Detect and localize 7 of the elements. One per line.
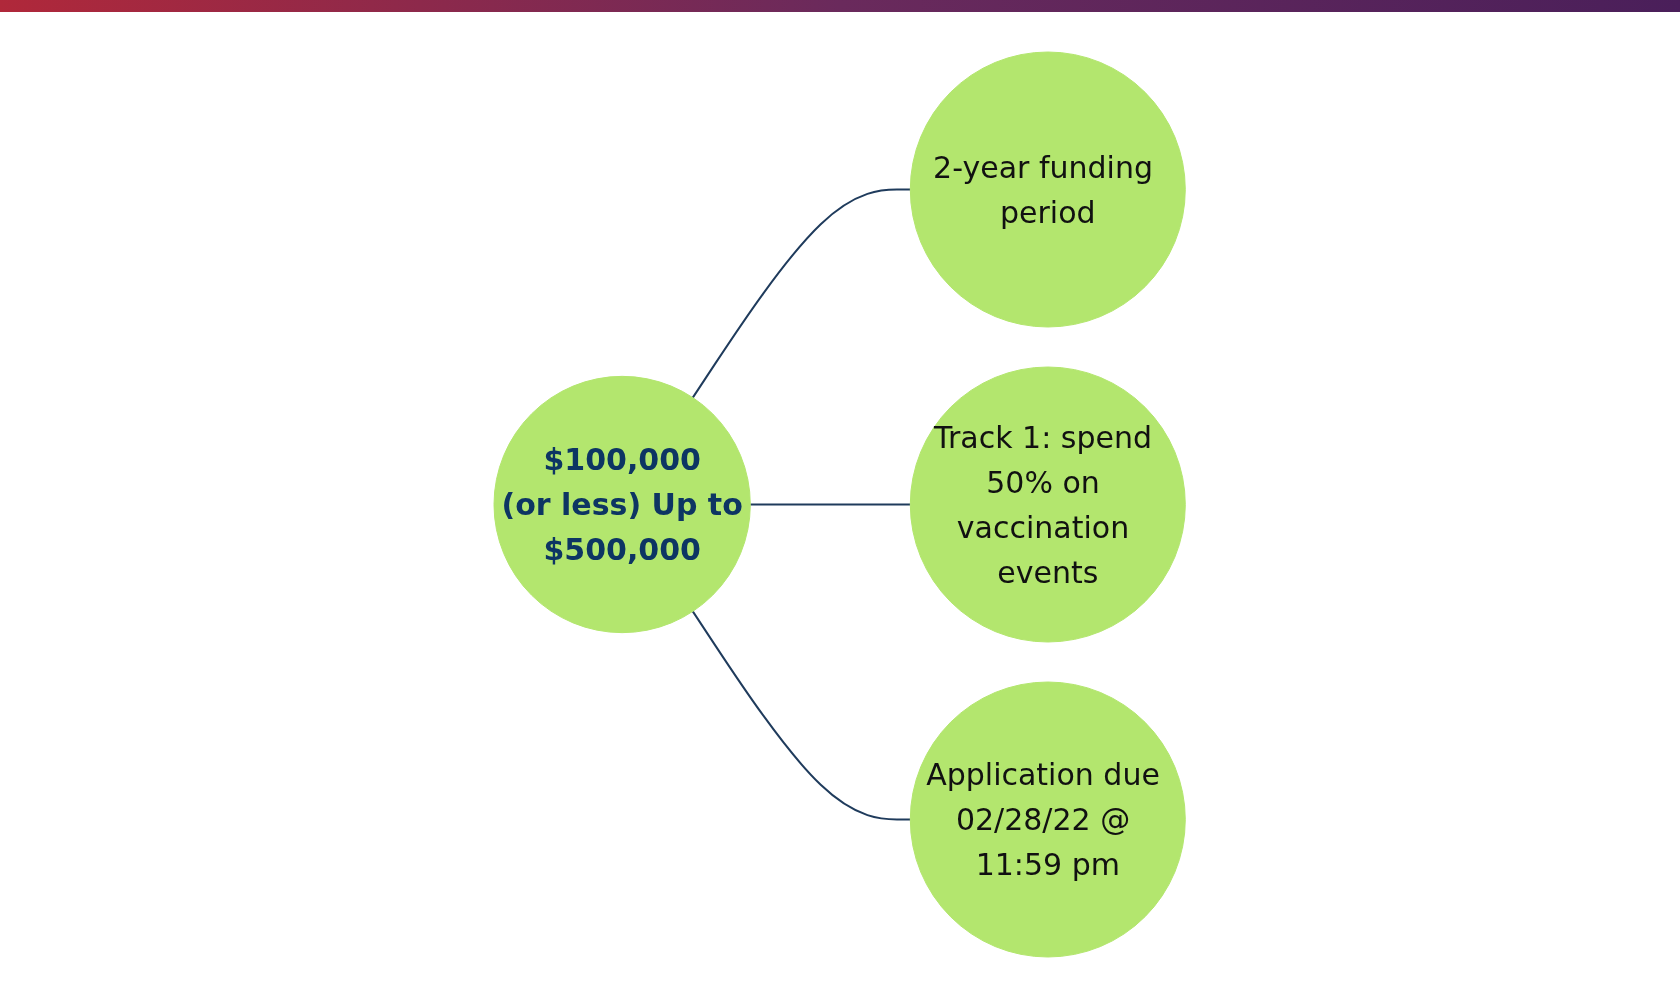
node-circle: Track 1: spend 50% on vaccination events <box>910 366 1187 643</box>
connector <box>749 503 912 506</box>
connector <box>692 610 912 821</box>
node-circle: 2-year funding period <box>910 51 1187 328</box>
node-circle: Application due 02/28/22 @ 11:59 pm <box>910 681 1187 958</box>
node-circle: $100,000 (or less) Up to $500,000 <box>493 375 752 634</box>
connector <box>692 188 912 399</box>
